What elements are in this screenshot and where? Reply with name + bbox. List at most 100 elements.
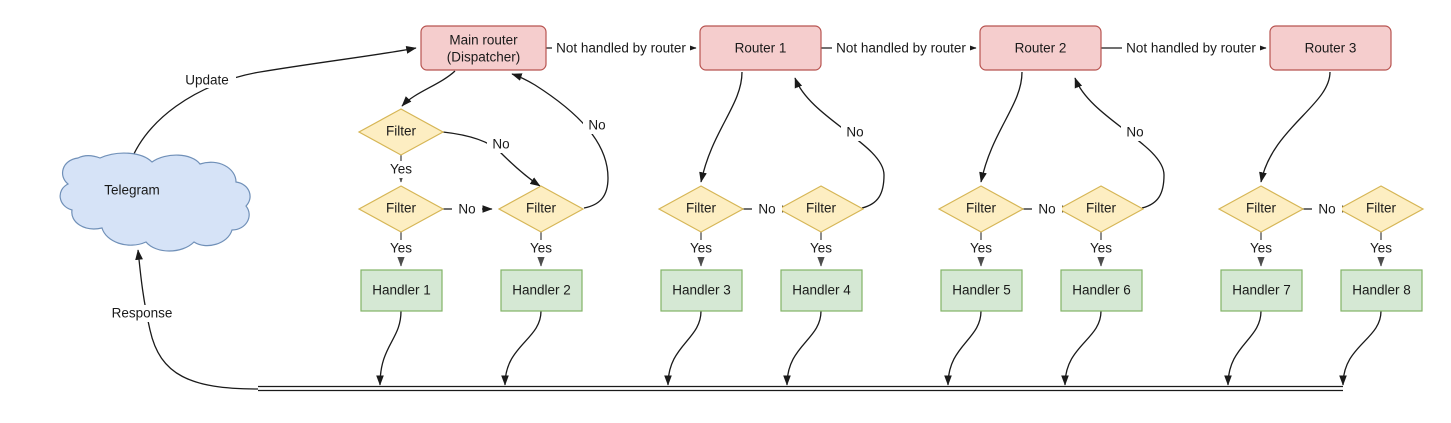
label-no-filter-a: No — [487, 136, 515, 153]
node-filter-a[interactable]: Filter — [357, 108, 445, 156]
node-filter-8[interactable]: Filter — [1337, 185, 1425, 233]
no-filter-3-label: No — [758, 202, 775, 217]
label-update: Update — [178, 71, 236, 88]
handler-1-box — [360, 269, 443, 312]
edge-handler-1-to-collector — [376, 310, 402, 386]
handler-7-label: Handler 7 — [1232, 283, 1291, 298]
cloud-icon — [59, 152, 251, 252]
edge-filter-2-no-to-mainrouter — [511, 73, 609, 209]
response-label: Response — [112, 306, 173, 321]
node-handler-3[interactable]: Handler 3 — [660, 269, 743, 312]
node-router-2[interactable]: Router 2 — [979, 25, 1102, 71]
node-handler-4[interactable]: Handler 4 — [780, 269, 863, 312]
edge-handler-3-to-collector — [664, 310, 702, 386]
node-filter-6[interactable]: Filter — [1057, 185, 1145, 233]
label-no-filter-1: No — [452, 201, 482, 218]
handler-5-box — [940, 269, 1023, 312]
label-response: Response — [105, 305, 179, 322]
node-filter-1[interactable]: Filter — [357, 185, 445, 233]
not-handled-1-label: Not handled by router — [556, 41, 686, 56]
handler-2-box — [500, 269, 583, 312]
label-yes-filter-1: Yes — [383, 240, 419, 257]
handler-6-box — [1060, 269, 1143, 312]
yes-filter-5-label: Yes — [970, 241, 992, 256]
not-handled-3-label: Not handled by router — [1126, 41, 1256, 56]
filter-8-diamond — [1337, 185, 1425, 233]
filter-2-diamond — [497, 185, 585, 233]
filter-7-diamond — [1217, 185, 1305, 233]
yes-filter-2-label: Yes — [530, 241, 552, 256]
handler-5-label: Handler 5 — [952, 283, 1011, 298]
node-handler-6[interactable]: Handler 6 — [1060, 269, 1143, 312]
edge-handler-6-to-collector — [1061, 310, 1102, 386]
edge-response-to-telegram — [135, 249, 259, 390]
no-filter-1-label: No — [458, 202, 475, 217]
router-2-label: Router 2 — [1015, 41, 1067, 56]
no-filter-2-back-label: No — [588, 118, 605, 133]
node-router-3[interactable]: Router 3 — [1269, 25, 1392, 71]
handler-3-label: Handler 3 — [672, 283, 731, 298]
filter-5-label: Filter — [966, 201, 997, 216]
label-no-filter-2-back: No — [583, 117, 611, 134]
yes-filter-7-label: Yes — [1250, 241, 1272, 256]
filter-a-label: Filter — [386, 124, 417, 139]
handler-2-label: Handler 2 — [512, 283, 571, 298]
label-yes-filter-3: Yes — [683, 240, 719, 257]
node-handler-8[interactable]: Handler 8 — [1340, 269, 1423, 312]
edge-filter-4-no-to-router-1 — [794, 77, 885, 209]
node-telegram[interactable]: Telegram — [59, 152, 251, 252]
no-filter-5-label: No — [1038, 202, 1055, 217]
no-filter-6-back-label: No — [1126, 125, 1143, 140]
yes-filter-8-label: Yes — [1370, 241, 1392, 256]
router-2-box — [979, 25, 1102, 71]
node-handler-5[interactable]: Handler 5 — [940, 269, 1023, 312]
label-no-filter-6-back: No — [1121, 124, 1149, 141]
main-router-label-line2: (Dispatcher) — [447, 50, 521, 65]
filter-4-label: Filter — [806, 201, 837, 216]
filter-5-diamond — [937, 185, 1025, 233]
filter-1-label: Filter — [386, 201, 417, 216]
edge-mainrouter-to-filter-a — [401, 70, 456, 107]
edge-router-3-to-filter-7 — [1259, 71, 1331, 183]
node-handler-1[interactable]: Handler 1 — [360, 269, 443, 312]
main-router-box — [420, 25, 547, 71]
filter-3-diamond — [657, 185, 745, 233]
filter-1-diamond — [357, 185, 445, 233]
node-router-1[interactable]: Router 1 — [699, 25, 822, 71]
label-yes-filter-4: Yes — [803, 240, 839, 257]
label-not-handled-1: Not handled by router — [552, 40, 690, 57]
handler-3-box — [660, 269, 743, 312]
node-filter-2[interactable]: Filter — [497, 185, 585, 233]
edge-handler-5-to-collector — [944, 310, 982, 386]
no-filter-a-label: No — [492, 137, 509, 152]
yes-filter-3-label: Yes — [690, 241, 712, 256]
label-not-handled-2: Not handled by router — [832, 40, 970, 57]
handler-8-label: Handler 8 — [1352, 283, 1411, 298]
node-filter-4[interactable]: Filter — [777, 185, 865, 233]
handler-1-label: Handler 1 — [372, 283, 431, 298]
node-filter-7[interactable]: Filter — [1217, 185, 1305, 233]
yes-filter-a-label: Yes — [390, 162, 412, 177]
filter-4-diamond — [777, 185, 865, 233]
label-no-filter-3: No — [752, 201, 782, 218]
node-handler-7[interactable]: Handler 7 — [1220, 269, 1303, 312]
yes-filter-4-label: Yes — [810, 241, 832, 256]
node-main-router[interactable]: Main router (Dispatcher) — [420, 25, 547, 71]
filter-7-label: Filter — [1246, 201, 1277, 216]
node-filter-3[interactable]: Filter — [657, 185, 745, 233]
node-handler-2[interactable]: Handler 2 — [500, 269, 583, 312]
label-no-filter-5: No — [1032, 201, 1062, 218]
filter-a-diamond — [357, 108, 445, 156]
label-no-filter-4-back: No — [841, 124, 869, 141]
filter-6-label: Filter — [1086, 201, 1117, 216]
filter-8-label: Filter — [1366, 201, 1397, 216]
label-yes-filter-2: Yes — [523, 240, 559, 257]
not-handled-2-label: Not handled by router — [836, 41, 966, 56]
label-no-filter-7: No — [1312, 201, 1342, 218]
filter-3-label: Filter — [686, 201, 717, 216]
yes-filter-1-label: Yes — [390, 241, 412, 256]
filter-6-diamond — [1057, 185, 1145, 233]
node-filter-5[interactable]: Filter — [937, 185, 1025, 233]
router-3-box — [1269, 25, 1392, 71]
router-1-label: Router 1 — [735, 41, 787, 56]
